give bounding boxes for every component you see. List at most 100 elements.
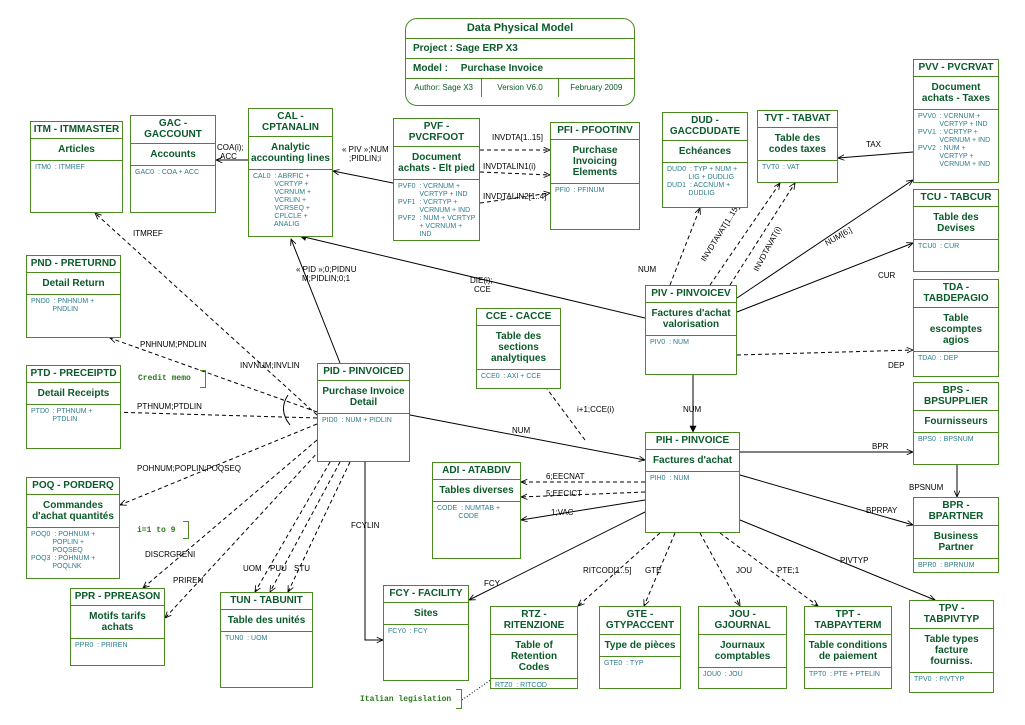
entity-index: TPT0 : PTE + PTELIN [809,671,880,678]
label-discrgreni: DISCRGRENI [145,550,195,559]
entity-title: ADI - ATABDIV [433,463,520,480]
label-bpr: BPR [872,442,889,451]
label-jou: JOU [736,566,752,575]
entity-index: PID0 : NUM + PIDLIN [322,417,392,424]
entity-index: GTE0 : TYP [604,660,644,667]
link-pid-tun-3 [287,461,351,592]
link-pvf-cal [333,171,394,184]
link-pvf-pfi-2 [479,171,550,175]
entity-title: PVF - PVCRFOOT [394,119,479,147]
label-num-piv: NUM [683,405,702,414]
entity-title: TDA - TABDEPAGIO [914,280,998,308]
entity-index: TUN0 : UOM [225,635,268,642]
link-pid-itm [95,213,318,416]
entity-index: TDA0 : DEP [918,355,959,362]
entity-title: PIV - PINVOICEV [646,286,736,303]
entity-index: JOU0 : JOU [703,671,743,678]
model-row: Model : Purchase Invoice [406,59,634,79]
link-piv-tda [736,350,913,356]
label-gte: GTE [645,566,661,575]
entity-index: TVT0 : VAT [762,164,800,171]
entity-description: Table des codes taxes [758,128,837,161]
note-line-italian [461,664,513,701]
entity-index: CODE : NUMTAB + CODE [437,505,501,520]
label-ritcod: RITCOD[1..5] [583,566,631,575]
link-pid-cce [527,362,586,441]
entity-index: PND0 : PNHNUM + PNDLIN [31,298,95,313]
entity-description: Table des Devises [914,207,998,240]
note-credit-memo: Credit memo [138,374,191,383]
entity-description: Articles [31,139,122,161]
link-pid-poq [120,423,318,505]
entity-title: FCY - FACILITY [384,586,468,603]
version-text: Version V6.0 [482,79,559,97]
meta-row: Author: Sage X3 Version V6.0 February 20… [406,79,634,97]
link-pid-ptd [110,412,318,419]
title-block: Data Physical Model Project : Sage ERP X… [405,18,635,106]
note-italian: Italian legislation [360,695,452,704]
entity-title: TCU - TABCUR [914,190,998,207]
label-invdtalin1: INVDTALIN1(i) [483,162,536,171]
entity-title: RTZ - RITENZIONE [491,607,577,635]
label-pivtyp: PIVTYP [840,556,868,565]
link-pih-rtz [578,532,661,606]
entity-index: BPS0 : BPSNUM [918,436,974,443]
link-pid-cal [291,239,341,364]
label-stu: STU [294,564,310,573]
link-pid-fcy [364,462,383,640]
entity-title: PTD - PRECEIPTD [27,366,120,383]
entity-description: Analytic accounting lines [249,137,332,170]
entity-title: BPS - BPSUPPLIER [914,383,998,411]
link-pid-tun-2 [270,461,341,592]
entity-description: Purchase Invoice Detail [318,381,409,414]
entity-title: JOU - GJOURNAL [699,607,786,635]
label-invdtalin2: INVDTALIN2[1..4] [483,192,546,201]
author-text: Author: Sage X3 [406,79,483,97]
entity-title: PIH - PINVOICE [646,433,739,450]
link-piv-cal [299,234,646,319]
link-pih-tpt [719,532,818,606]
link-pih-tpv [739,519,935,600]
label-invdta: INVDTA[1..15] [492,133,543,142]
label-pni: PNHNUM;PNDLIN [140,340,207,349]
entity-title: ITM - ITMMASTER [31,122,122,139]
entity-title: PFI - PFOOTINV [551,123,639,140]
link-pih-gte [644,532,676,606]
link-pih-fcy [469,511,646,600]
entity-index: PVF0 : VCRNUM + VCRTYP + IND PVF1 : VCRT… [398,183,476,238]
entity-description: Factures d'achat valorisation [646,303,736,336]
label-puu: PUU [270,564,287,573]
entity-index: GAC0 : COA + ACC [135,169,199,176]
entity-description: Tables diverses [433,480,520,502]
entity-description: Table des sections analytiques [477,326,560,370]
label-uom: UOM [243,564,262,573]
